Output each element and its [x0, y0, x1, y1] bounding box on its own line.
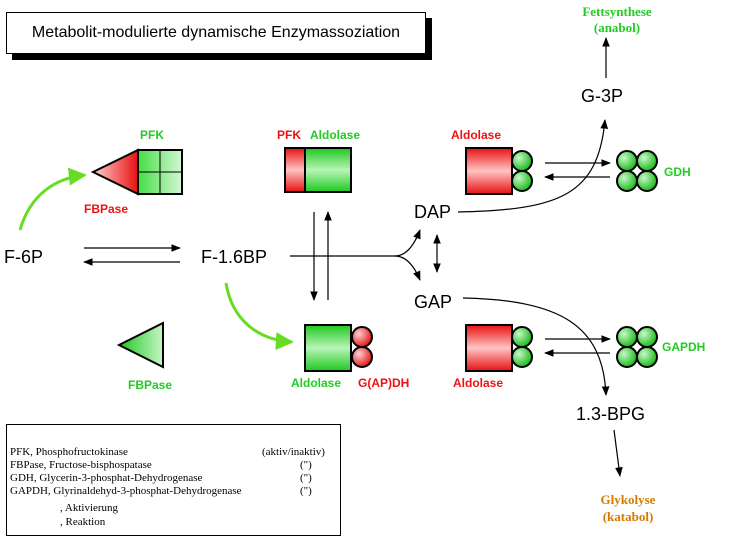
gdh-tetramer	[616, 150, 658, 192]
metabolite-f16bp: F-1.6BP	[201, 247, 268, 267]
aldolase-gapdh-complex-inactive	[465, 324, 533, 372]
label-aldolase-mid: Aldolase	[310, 128, 361, 142]
legend-gapdh: GAPDH, Glyrinaldehyd-3-phosphat-Dehydrog…	[10, 485, 242, 497]
metabolite-gap: GAP	[414, 292, 453, 312]
legend-activation: , Aktivierung	[60, 502, 119, 514]
label-aldolase-top-right: Aldolase	[451, 128, 502, 142]
label-pfk-top: PFK	[140, 128, 164, 142]
label-aldolase-bottom: Aldolase	[291, 376, 342, 390]
aldolase-gdh-complex-inactive	[465, 147, 533, 195]
legend-status-header: (aktiv/inaktiv)	[262, 446, 325, 458]
label-gapdh-bottom: G(AP)DH	[358, 376, 410, 390]
gapdh-tetramer	[616, 326, 658, 368]
metabolite-bpg: 1.3-BPG	[576, 404, 646, 424]
label-gapdh-right: GAPDH	[662, 340, 706, 354]
legend-ditto-2: (")	[300, 472, 312, 484]
outcome-fettsynthese: Fettsynthese	[582, 4, 652, 19]
metabolite-dap: DAP	[414, 202, 452, 222]
outcome-glykolyse: Glykolyse	[600, 492, 656, 507]
legend	[6, 424, 341, 536]
title-box: Metabolit-modulierte dynamische Enzymass…	[6, 12, 426, 54]
metabolite-g3p: G-3P	[581, 86, 624, 106]
pfk-aldolase-complex	[284, 147, 352, 193]
pfk-fbpase-complex	[90, 148, 183, 196]
legend-reaction: , Reaktion	[60, 516, 106, 528]
aldolase-gapdh-complex	[304, 324, 373, 372]
legend-gdh: GDH, Glycerin-3-phosphat-Dehydrogenase	[10, 472, 203, 484]
legend-pfk: PFK, Phosphofructokinase	[10, 446, 128, 458]
legend-ditto-3: (")	[300, 485, 312, 497]
legend-ditto-1: (")	[300, 459, 312, 471]
legend-fbpase: FBPase, Fructose-bisphospatase	[10, 459, 152, 471]
label-pfk-mid: PFK	[277, 128, 301, 142]
label-fbpase-active: FBPase	[128, 378, 173, 392]
metabolite-f6p: F-6P	[4, 247, 44, 267]
label-aldolase-bottom-right: Aldolase	[453, 376, 504, 390]
label-fbpase-inactive: FBPase	[84, 202, 129, 216]
outcome-anabol: (anabol)	[593, 20, 641, 35]
fbpase-active	[116, 321, 164, 369]
page-title: Metabolit-modulierte dynamische Enzymass…	[31, 24, 401, 41]
activation-arrows	[18, 167, 294, 351]
label-gdh: GDH	[664, 165, 691, 179]
reaction-arrows	[83, 37, 623, 477]
outcome-katabol: (katabol)	[602, 509, 654, 524]
